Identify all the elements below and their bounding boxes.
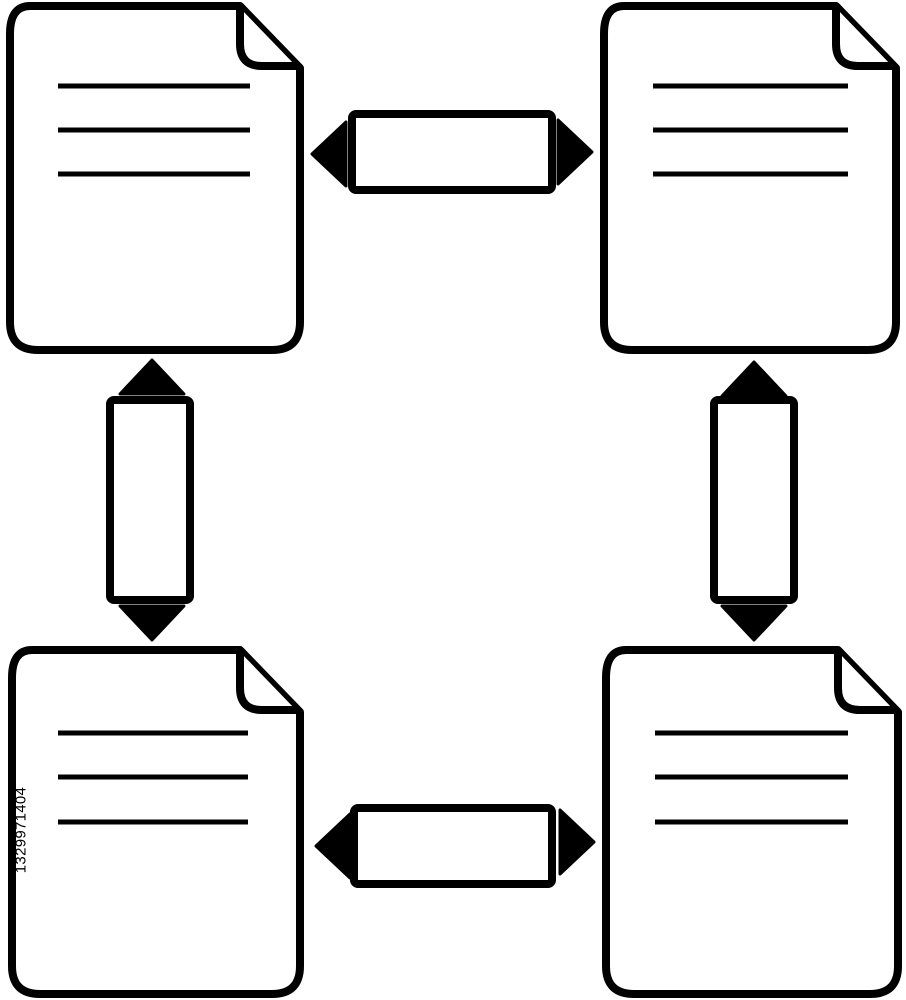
arrow-right-icon [556,118,594,186]
arrow-left-icon [310,120,348,188]
page-fold-icon [236,648,300,714]
page-fold-icon [832,4,896,70]
arrow-up-icon [720,360,788,398]
document-bottom-right [602,646,902,998]
watermark-id: 1329971404 [6,0,36,1000]
document-icon [600,2,900,354]
connector-bottom [314,804,596,888]
connector-bar [348,110,556,194]
connector-bar [106,396,194,604]
page-fold-icon [236,4,300,70]
arrow-right-icon [558,808,596,876]
watermark-id-text: 1329971404 [12,786,30,874]
document-top-left [6,2,304,354]
connector-top [310,110,594,194]
connector-left [106,358,194,642]
arrow-left-icon [314,812,352,880]
connector-bar [350,804,556,888]
arrow-down-icon [720,604,788,642]
document-bottom-left [8,646,304,998]
arrow-up-icon [118,358,186,396]
arrow-down-icon [118,604,186,642]
page-fold-icon [834,648,898,714]
document-icon [6,2,304,354]
connector-bar [710,396,798,604]
document-top-right [600,2,900,354]
connector-right [710,360,798,642]
